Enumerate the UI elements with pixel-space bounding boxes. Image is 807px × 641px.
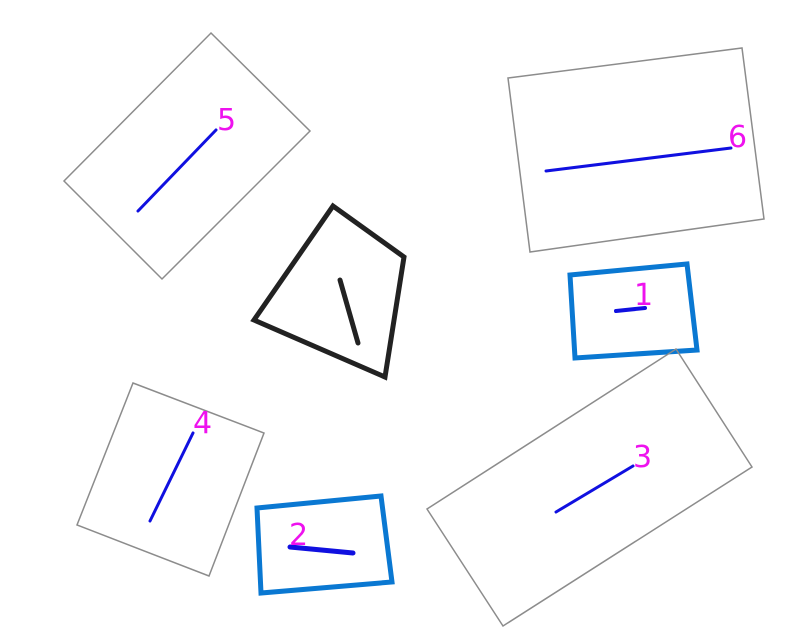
label-5: 5	[217, 103, 236, 138]
box-6	[507, 47, 765, 253]
box-4	[76, 382, 265, 577]
label-4: 4	[193, 406, 212, 441]
segment-4	[148, 431, 195, 523]
label-3: 3	[633, 440, 652, 475]
segment-6	[544, 146, 733, 173]
segment-5	[136, 128, 218, 213]
label-2: 2	[289, 518, 308, 553]
label-1: 1	[634, 278, 653, 313]
box-3	[425, 347, 754, 628]
segment-2	[287, 544, 356, 556]
box-1	[567, 261, 700, 361]
central-quadrilateral	[250, 202, 407, 381]
box-2	[254, 493, 395, 596]
segment-3	[554, 464, 635, 514]
central-segment	[337, 277, 361, 346]
segment-1	[614, 306, 647, 313]
box-5	[62, 31, 312, 281]
label-6: 6	[728, 120, 747, 155]
